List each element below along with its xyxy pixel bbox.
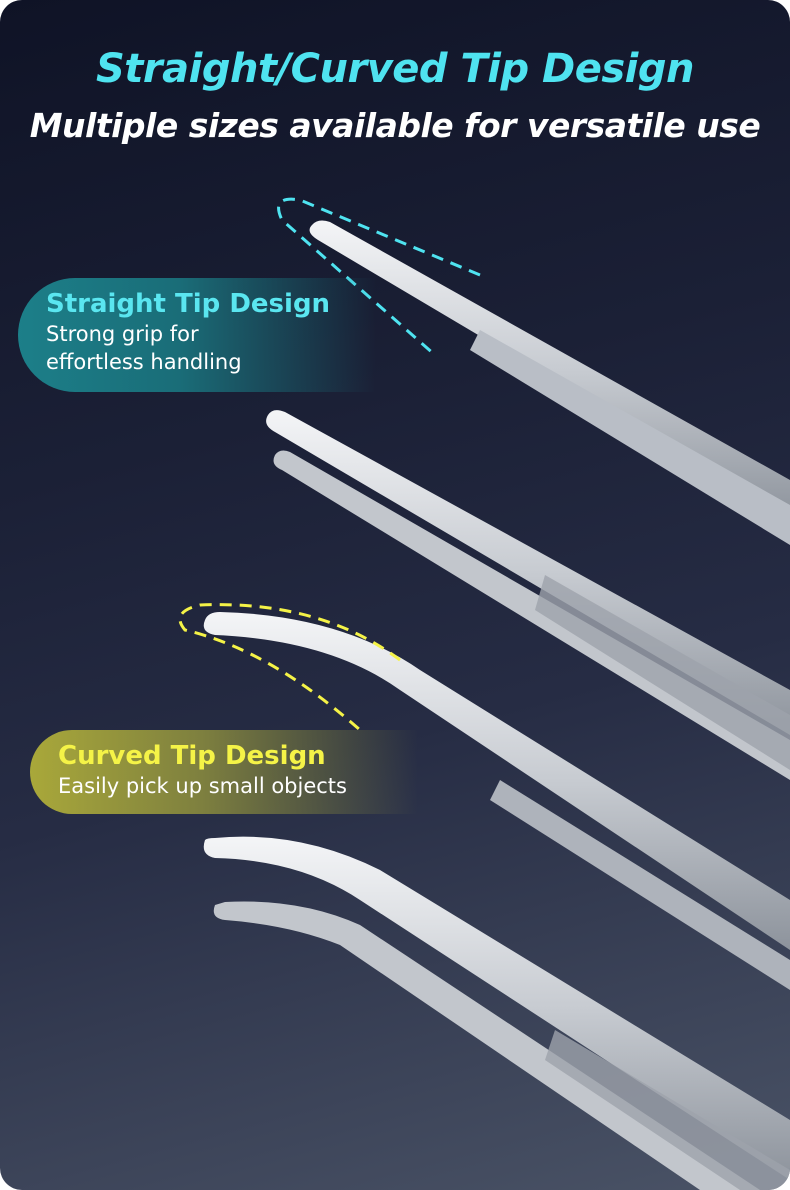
- curved-tweezers: [203, 836, 790, 1190]
- feature-description: effortless handling: [46, 350, 242, 374]
- page-subtitle: Multiple sizes available for versatile u…: [29, 106, 761, 145]
- curved-hemostat: [203, 612, 790, 990]
- feature-description: Strong grip for: [46, 322, 199, 346]
- feature-description: Easily pick up small objects: [58, 774, 347, 798]
- feature-heading: Curved Tip Design: [58, 741, 326, 771]
- page-title: Straight/Curved Tip Design: [95, 46, 695, 92]
- curved-tip-outline: [178, 603, 401, 732]
- straight-tweezers: [266, 410, 790, 780]
- straight-hemostat: [309, 220, 790, 545]
- curved-tip-feature: Curved Tip Design Easily pick up small o…: [30, 730, 418, 814]
- straight-tip-feature: Straight Tip Design Strong grip for effo…: [18, 278, 376, 392]
- feature-heading: Straight Tip Design: [46, 289, 331, 319]
